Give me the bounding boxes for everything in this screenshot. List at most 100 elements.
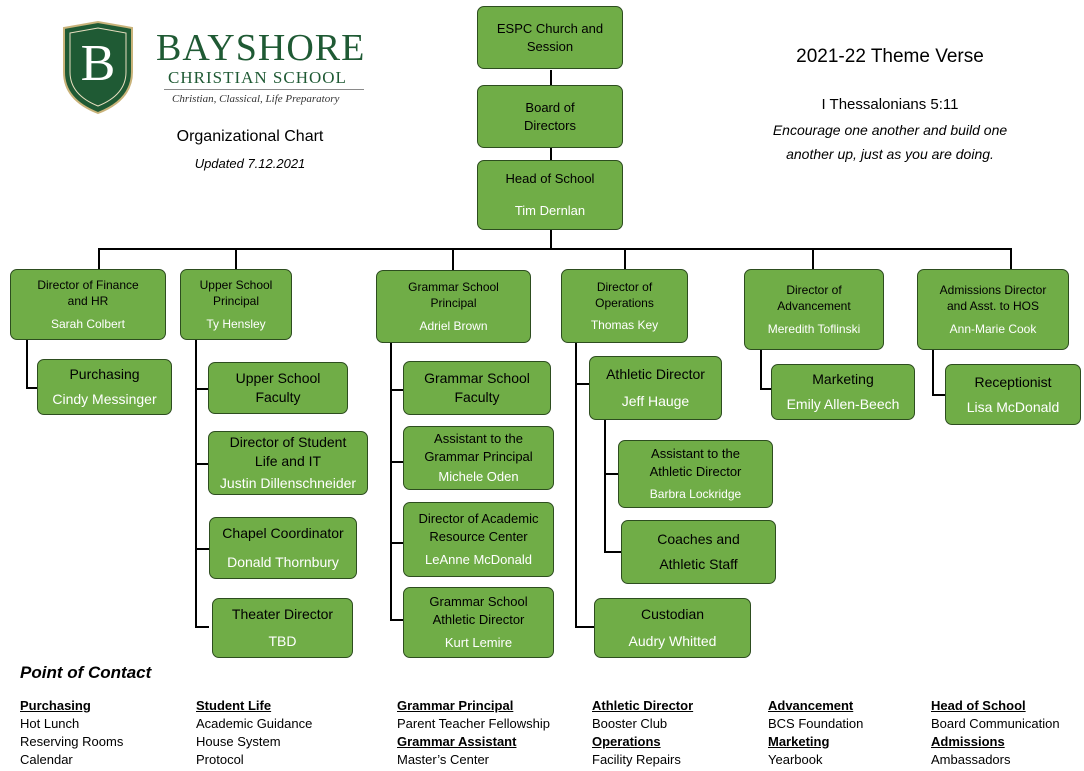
box-title: Receptionist [974,373,1052,390]
box-person: Sarah Colbert [50,316,126,331]
connector [390,461,404,463]
box-title: Directors [523,117,576,133]
connector [575,343,577,627]
box-person: Cindy Messinger [52,391,157,407]
theme-title: 2021-22 Theme Verse [796,46,984,67]
box-title: Resource Center [429,528,528,544]
poc-header: Head of School [931,698,1026,713]
box-title: Grammar School [408,280,499,295]
box-theater-director: Theater Director TBD [212,598,353,658]
poc-header: Operations [592,734,661,749]
box-person: TBD [268,633,297,649]
box-board-of-directors: Board of Directors [477,85,623,148]
connector [390,343,392,620]
box-title: Director of [786,283,842,298]
box-coaches-athletic-staff: Coaches and Athletic Staff [621,520,776,584]
box-title: Athletic Staff [659,556,738,572]
connector [195,340,197,627]
box-custodian: Custodian Audry Whitted [594,598,751,658]
connector [452,248,454,270]
box-director-finance-hr: Director of Finance and HR Sarah Colbert [10,269,166,340]
box-title: Faculty [255,389,301,405]
connector [390,389,404,391]
connector [604,473,619,475]
box-athletic-director: Athletic Director Jeff Hauge [589,356,722,420]
connector [390,619,404,621]
box-purchasing: Purchasing Cindy Messinger [37,359,172,415]
poc-header: Purchasing [20,698,91,713]
connector [932,350,934,394]
connector [195,626,209,628]
box-title: Grammar School [424,370,530,387]
connector [390,542,404,544]
box-grammar-assistant: Assistant to the Grammar Principal Miche… [403,426,554,490]
connector [550,70,552,248]
box-title: Faculty [454,389,500,405]
box-athletic-assistant: Assistant to the Athletic Director Barbr… [618,440,773,508]
box-person: Thomas Key [590,318,659,333]
connector [1010,248,1012,270]
box-person: Meredith Toflinski [767,321,861,336]
connector [932,394,946,396]
logo-divider [164,89,364,90]
poc-column-athletics: Athletic Director Booster Club Operation… [592,697,693,769]
poc-header: Student Life [196,698,272,713]
poc-header: Athletic Director [592,698,694,713]
box-person: Audry Whitted [628,633,717,649]
box-upper-school-principal: Upper School Principal Ty Hensley [180,269,292,340]
box-title: and Asst. to HOS [946,299,1040,314]
connector [604,551,622,553]
box-upper-school-faculty: Upper School Faculty [208,362,348,414]
box-person: Adriel Brown [419,318,488,333]
poc-header: Grammar Assistant [397,734,517,749]
box-student-life-it: Director of Student Life and IT Justin D… [208,431,368,495]
box-title: Athletic Director [606,366,705,383]
box-person: Kurt Lemire [444,635,513,651]
box-title: Assistant to the [651,446,740,462]
box-title: Head of School [505,171,595,187]
connector [604,420,606,552]
poc-item: Protocol [196,752,244,767]
connector [812,248,814,270]
logo-tagline: Christian, Classical, Life Preparatory [172,93,340,105]
box-admissions-director: Admissions Director and Asst. to HOS Ann… [917,269,1069,350]
connector [26,387,38,389]
connector [98,248,100,270]
box-title: and HR [67,294,109,309]
logo-letter: B [80,35,116,92]
theme-reference: I Thessalonians 5:11 [821,96,959,113]
box-person: Tim Dernlan [514,203,586,218]
school-logo: B BAYSHORE CHRISTIAN SCHOOL Christian, C… [60,20,380,115]
box-title: Grammar School [429,594,528,610]
box-title: Marketing [812,371,874,388]
box-person: Donald Thornbury [227,554,339,570]
logo-name: BAYSHORE [156,27,366,69]
poc-header: Grammar Principal [397,698,514,713]
box-title: Coaches and [657,531,740,548]
box-title: Athletic Director [432,611,525,627]
poc-column-purchasing: Purchasing Hot Lunch Reserving Rooms Cal… [20,697,123,769]
box-title: Principal [430,296,477,311]
box-title: Session [526,38,574,54]
box-person: Barbra Lockridge [649,487,742,502]
box-director-operations: Director of Operations Thomas Key [561,269,688,343]
poc-header: Marketing [768,734,830,749]
poc-item: Academic Guidance [196,716,313,731]
poc-item: House System [196,734,281,749]
poc-header: Advancement [768,698,854,713]
box-title: Custodian [640,606,705,623]
connector [195,548,209,550]
box-person: Michele Oden [438,469,519,485]
poc-column-student-life: Student Life Academic Guidance House Sys… [196,697,312,769]
box-title: Admissions Director [939,283,1047,298]
box-person: Ty Hensley [206,316,266,331]
box-marketing: Marketing Emily Allen-Beech [771,364,915,420]
box-title: Purchasing [69,366,140,383]
box-person: Justin Dillenschneider [219,474,357,491]
box-title: Board of [525,99,575,115]
box-grammar-school-principal: Grammar School Principal Adriel Brown [376,270,531,343]
poc-item: Yearbook [768,752,823,767]
box-title: Grammar Principal [424,448,533,464]
poc-item: Facility Repairs [592,752,681,767]
poc-header: Admissions [931,734,1005,749]
